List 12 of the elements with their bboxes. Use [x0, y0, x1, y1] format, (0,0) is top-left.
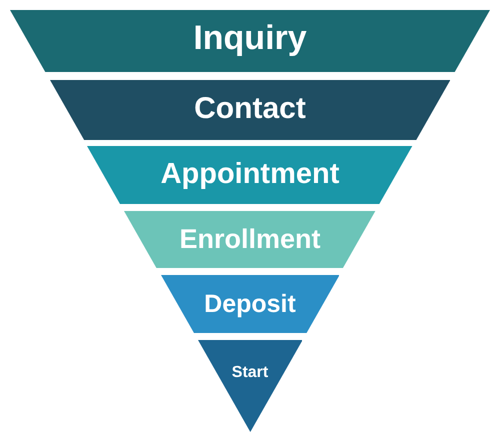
stage-label: Inquiry	[192, 19, 308, 58]
stage-label: Enrollment	[178, 224, 322, 255]
stage-label: Start	[230, 364, 270, 382]
stage-label: Contact	[193, 92, 307, 126]
funnel-band	[124, 211, 376, 268]
funnel-band	[198, 340, 302, 432]
stage-label: Deposit	[203, 290, 297, 319]
funnel-band	[87, 146, 413, 204]
funnel-band	[50, 80, 450, 140]
funnel-band	[160, 275, 340, 333]
funnel-band	[10, 10, 490, 72]
stage-label: Appointment	[160, 158, 340, 192]
